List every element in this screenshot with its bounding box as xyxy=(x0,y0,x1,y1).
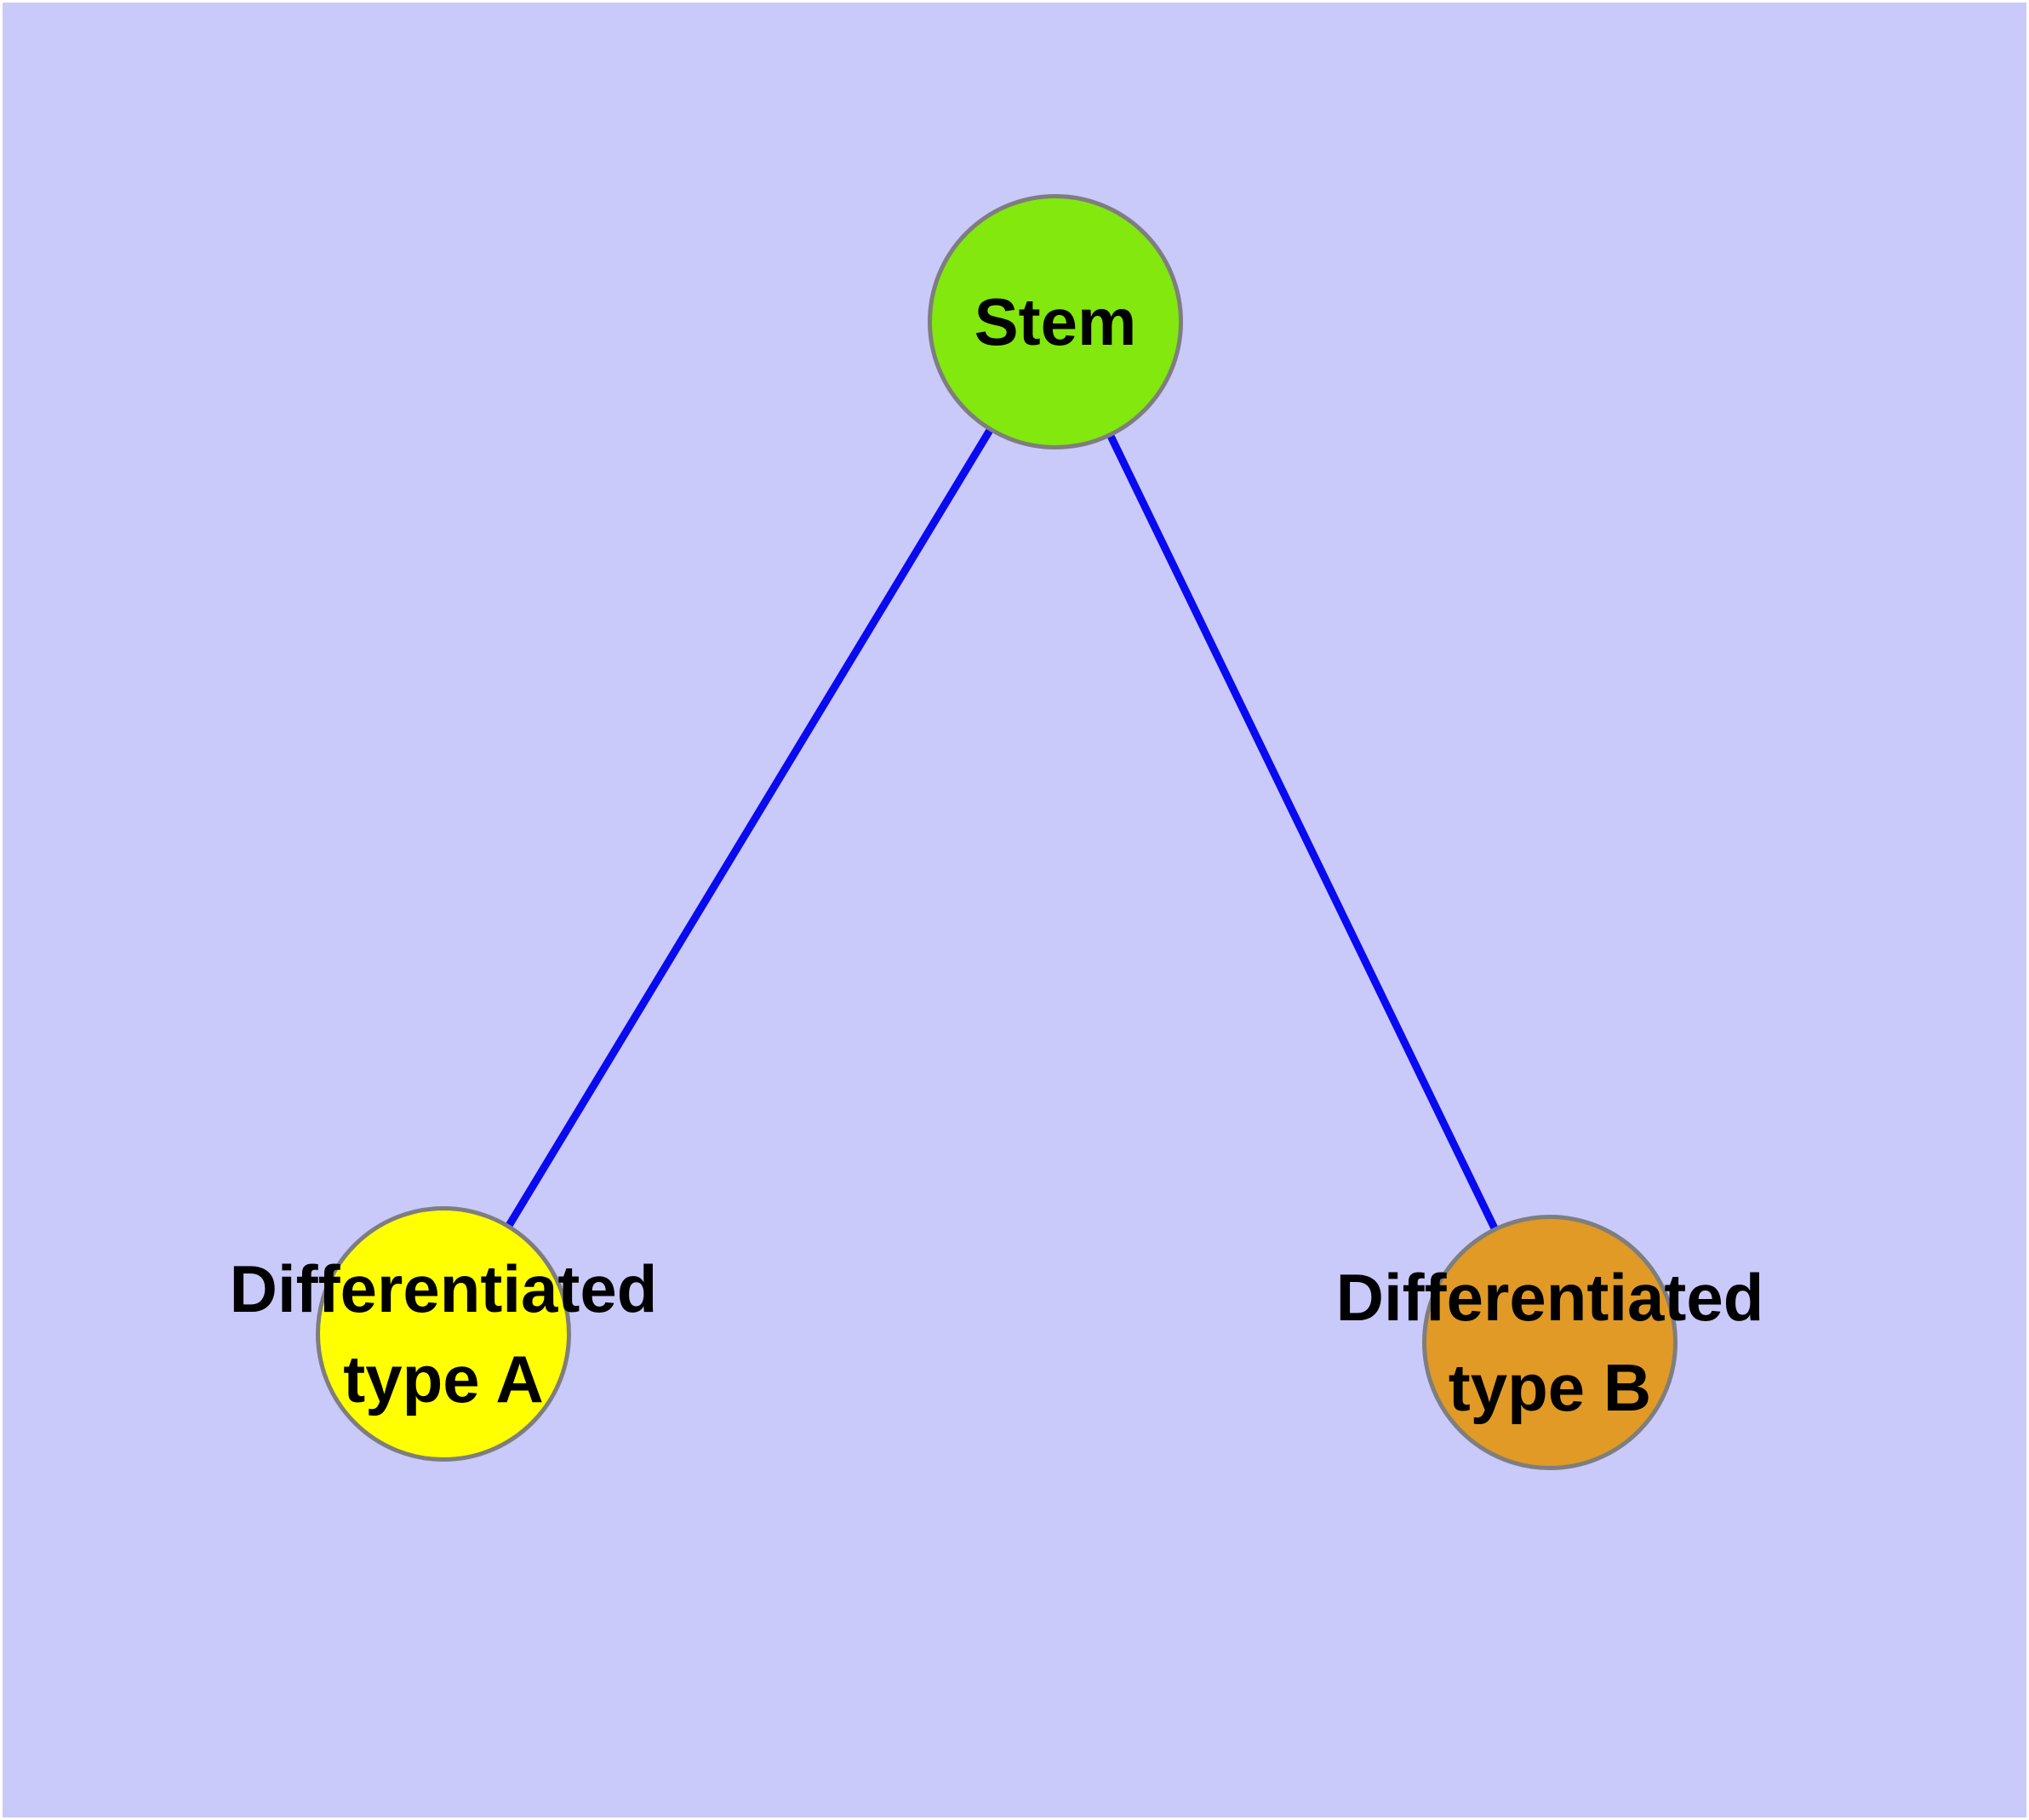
node-stem: Stem xyxy=(928,194,1183,449)
node-differentiated-type-a: Differentiated type A xyxy=(230,1206,657,1462)
edge-stem-to-type-a xyxy=(440,319,1059,1336)
node-differentiated-type-b-label: Differentiated type B xyxy=(1335,1260,1764,1425)
node-differentiated-type-b: Differentiated type B xyxy=(1336,1215,1763,1470)
node-differentiated-type-a-label: Differentiated type A xyxy=(229,1251,658,1417)
edges-layer xyxy=(440,319,1554,1344)
edge-stem-to-type-b xyxy=(1051,320,1554,1344)
node-stem-label: Stem xyxy=(974,284,1137,359)
